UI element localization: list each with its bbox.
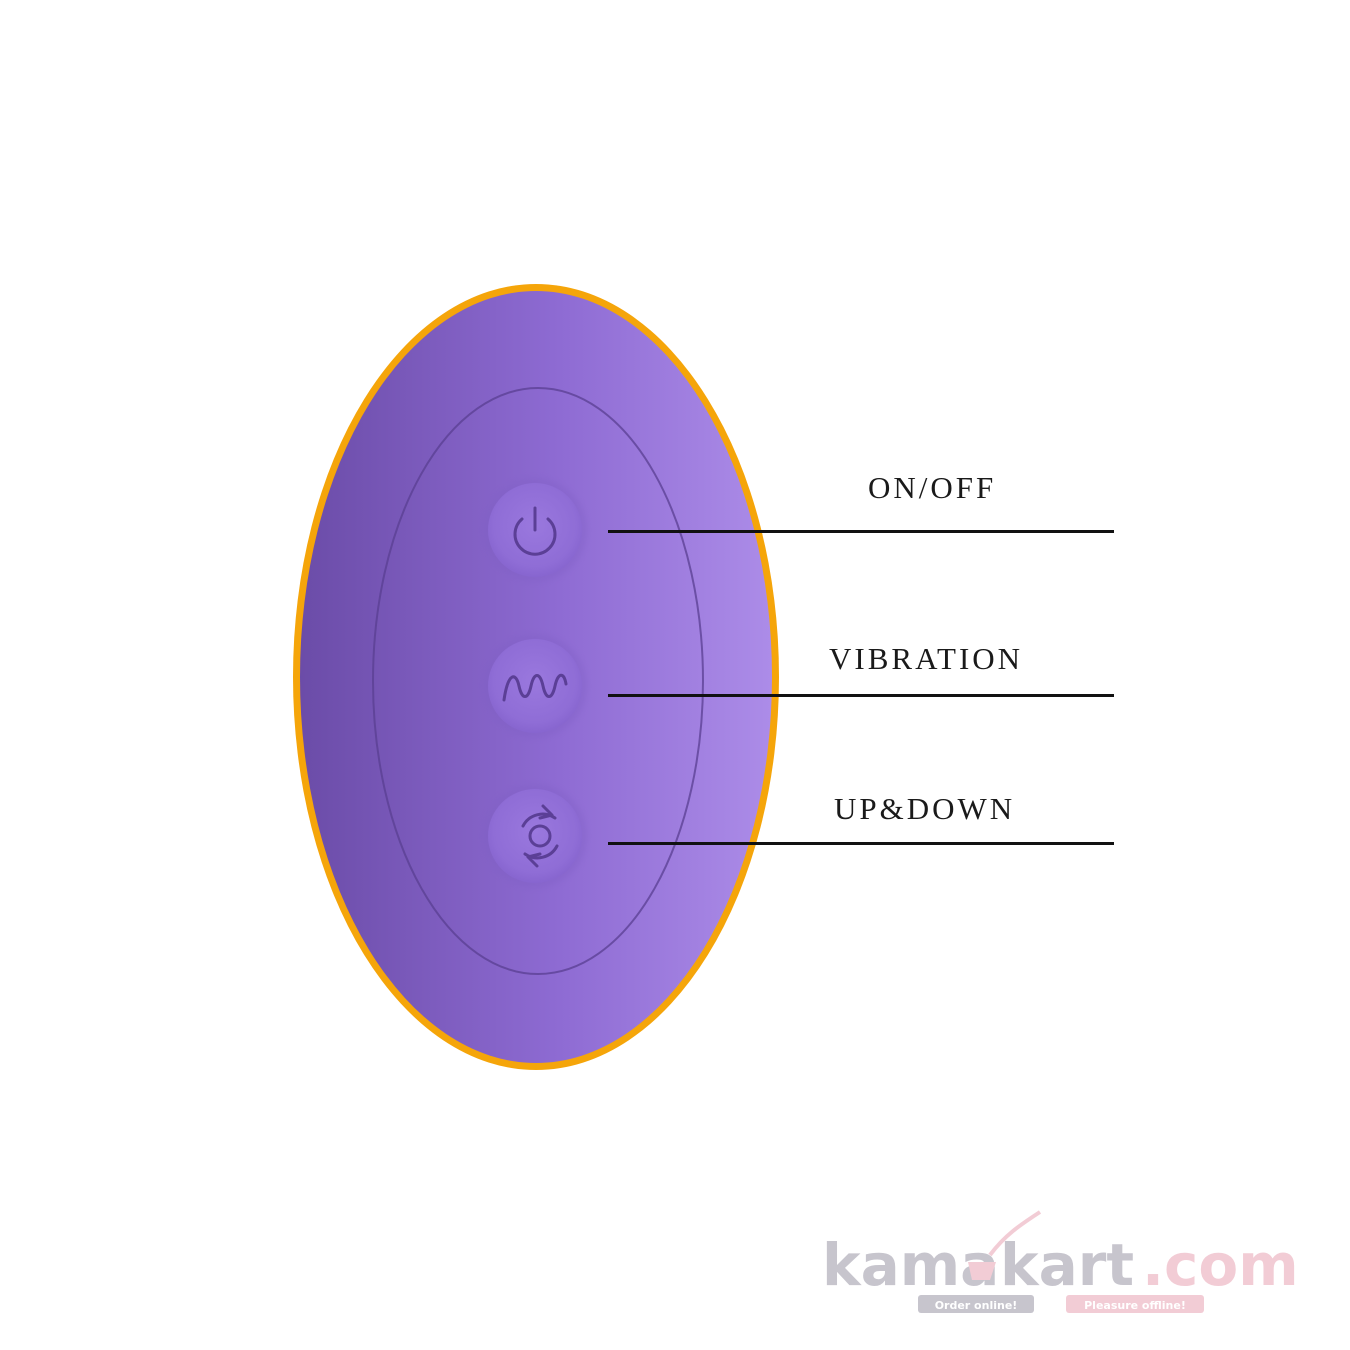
control-panel — [372, 387, 704, 975]
svg-text:kart: kart — [1000, 1231, 1134, 1299]
up-down-leader-line — [608, 842, 1114, 845]
on-off-leader-line — [608, 530, 1114, 533]
vibration-button[interactable] — [488, 639, 582, 733]
power-icon — [513, 506, 557, 556]
vibration-label: VIBRATION — [829, 641, 1024, 676]
watermark-logo: kama kart .com Order online! Pleasure of… — [822, 1210, 1299, 1313]
vibration-leader-line — [608, 694, 1114, 697]
svg-text:Pleasure offline!: Pleasure offline! — [1084, 1299, 1186, 1312]
svg-text:Order online!: Order online! — [935, 1299, 1018, 1312]
wave-icon — [502, 673, 568, 702]
on-off-label: ON/OFF — [868, 470, 997, 505]
rotate-arrows-icon — [521, 804, 559, 868]
up-down-button[interactable] — [488, 789, 582, 883]
power-button[interactable] — [488, 483, 582, 577]
up-down-label: UP&DOWN — [834, 791, 1016, 826]
svg-text:.com: .com — [1142, 1231, 1299, 1299]
